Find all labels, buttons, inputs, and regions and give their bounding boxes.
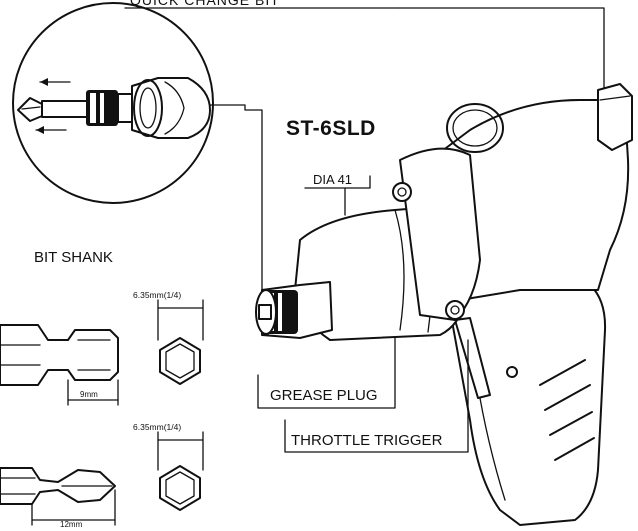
len-9-label: 9mm (80, 390, 98, 399)
detail-magnifier (12, 2, 263, 291)
hex-section-1: 6.35mm(1/4) (133, 290, 204, 385)
throttle-trigger-label: THROTTLE TRIGGER (291, 432, 443, 449)
bit-shank-2: 12mm (0, 467, 116, 529)
grease-plug-label: GREASE PLUG (270, 387, 378, 404)
len-12-label: 12mm (60, 520, 83, 529)
bit-shank-label: BIT SHANK (34, 249, 113, 266)
hex-bottom-label: 6.35mm(1/4) (133, 422, 181, 432)
hex-top-label: 6.35mm(1/4) (133, 290, 181, 300)
header-label: QUICK CHANGE BIT (124, 0, 605, 91)
model-title: ST-6SLD (286, 117, 376, 140)
impact-wrench-drawing (255, 83, 633, 526)
bit-shank-1: 9mm (0, 324, 119, 406)
hex-section-2: 6.35mm(1/4) (133, 422, 204, 511)
dia-label: DIA 41 (313, 172, 352, 187)
quick-change-label: QUICK CHANGE BIT (130, 0, 280, 8)
